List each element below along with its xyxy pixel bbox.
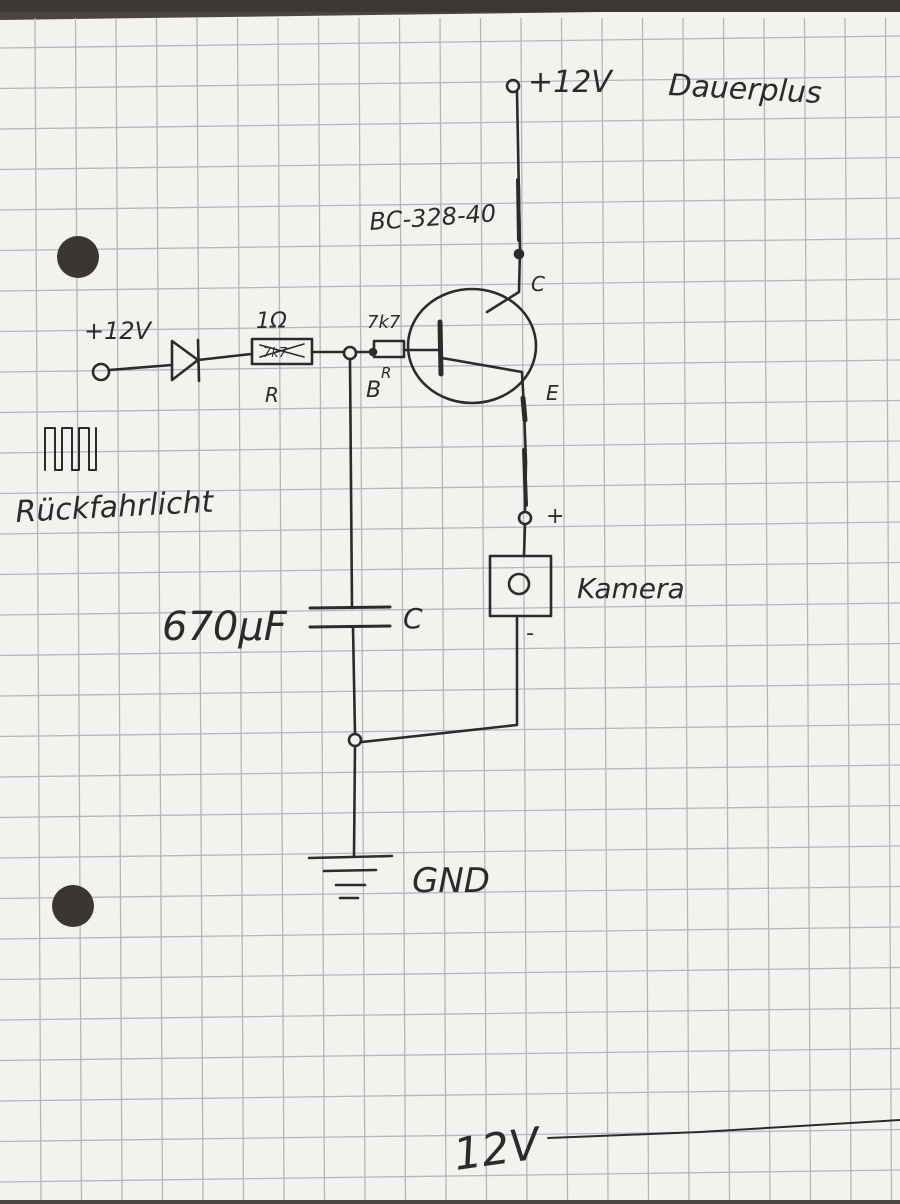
grid-line-vertical — [844, 17, 852, 1201]
grid-line-vertical — [155, 17, 164, 1201]
node-collector — [513, 248, 525, 260]
label-series-resistor-value: 1Ω — [256, 309, 287, 334]
label-series-resistor-designator: R — [265, 383, 279, 407]
paper-sheet — [0, 8, 900, 1200]
wire-camera-ground — [360, 614, 519, 744]
label-base-resistor-value: 7k7 — [367, 312, 401, 333]
grid-line-horizontal — [0, 521, 900, 535]
grid-line-horizontal — [0, 440, 900, 454]
grid-line-vertical — [358, 17, 366, 1201]
label-camera-plus: + — [546, 504, 564, 529]
label-camera: Kamera — [577, 572, 685, 605]
grid-line-vertical — [601, 17, 609, 1201]
footer-line — [547, 1119, 900, 1139]
label-base-resistor-designator: R — [381, 364, 391, 382]
grid-line-horizontal — [0, 804, 900, 819]
wire-capacitor-ground-node — [351, 625, 357, 736]
wire-supply-collector — [485, 90, 522, 314]
grid-line-vertical — [34, 17, 42, 1201]
grid-line-vertical — [277, 17, 285, 1201]
grid-line-horizontal — [0, 116, 900, 130]
schematic-wires — [44, 78, 900, 1139]
wire-to-camera — [522, 522, 527, 558]
grid-line-vertical — [560, 17, 569, 1201]
label-series-resistor-struck: 7k7 — [263, 346, 288, 361]
paper-shadow-strip — [0, 0, 900, 12]
grid-line-horizontal — [0, 278, 900, 292]
grid-line-horizontal — [0, 1128, 900, 1143]
grid-line-vertical — [803, 17, 812, 1201]
grid-line-vertical — [641, 17, 650, 1201]
transistor-circle — [406, 287, 538, 405]
capacitor-plate-top — [308, 605, 392, 610]
grid-line-horizontal — [0, 561, 900, 576]
grid-line-horizontal — [0, 35, 900, 49]
grid-line-horizontal — [0, 197, 900, 211]
grid-line-vertical — [236, 17, 245, 1201]
transistor-base-bar — [437, 319, 444, 377]
wire-ground-node-gnd — [352, 744, 357, 858]
terminal-input — [91, 362, 111, 382]
grid-line-horizontal — [0, 764, 900, 778]
grid-line-vertical — [520, 17, 528, 1201]
grid-line-horizontal — [0, 1007, 900, 1021]
grid-line-horizontal — [0, 885, 900, 900]
label-capacitor-designator: C — [403, 602, 423, 635]
wire-diode-resistor — [196, 352, 253, 362]
label-emitter: E — [546, 381, 559, 405]
grid-line-horizontal — [0, 318, 900, 333]
grid-line-horizontal — [0, 723, 900, 738]
grid-line-horizontal — [0, 602, 900, 616]
grid-line-vertical — [196, 17, 204, 1201]
grid-line-vertical — [115, 17, 123, 1201]
punch-hole-bottom — [52, 885, 94, 927]
grid-line-horizontal — [0, 399, 900, 414]
wire-junction-capacitor — [348, 357, 354, 610]
terminal-top — [505, 78, 521, 94]
grid-line-horizontal — [0, 845, 900, 859]
label-footer-scribble: 12V — [450, 1118, 545, 1181]
grid-line-vertical — [763, 17, 771, 1201]
label-ground: GND — [412, 861, 490, 901]
grid-line-horizontal — [0, 1088, 900, 1102]
grid-line-horizontal — [0, 75, 900, 90]
label-collector: C — [531, 272, 545, 296]
grid-line-horizontal — [0, 480, 900, 495]
grid-line-horizontal — [0, 237, 900, 252]
wire-emitter-thick — [520, 395, 528, 423]
wire-emitter-thick-2 — [522, 448, 528, 507]
grid-line-vertical — [722, 17, 731, 1201]
label-top-note: Dauerplus — [668, 68, 823, 111]
resistor-strike — [259, 343, 305, 358]
capacitor-plate-bottom — [308, 624, 392, 629]
grid-line-vertical — [682, 17, 690, 1201]
pulse-train — [44, 427, 97, 471]
grid-line-horizontal — [0, 926, 900, 940]
grid-lines — [0, 17, 900, 1201]
grid-line-horizontal — [0, 1169, 900, 1183]
punch-hole-top — [57, 236, 99, 278]
grid-line-horizontal — [0, 683, 900, 697]
label-input-voltage: +12V — [84, 317, 153, 345]
label-camera-minus: - — [526, 621, 534, 646]
grid-line-horizontal — [0, 156, 900, 171]
grid-line-horizontal — [0, 966, 900, 981]
grid-line-horizontal — [0, 642, 900, 657]
grid-line-vertical — [884, 17, 893, 1201]
grid-line-vertical — [74, 17, 83, 1201]
camera-box — [488, 554, 553, 618]
grid-line-horizontal — [0, 359, 900, 373]
label-base: B — [366, 378, 381, 403]
ground-symbol — [307, 854, 394, 900]
wire-input — [107, 363, 174, 372]
label-top-voltage: +12V — [528, 65, 614, 100]
grid-line-horizontal — [0, 1047, 900, 1062]
label-capacitor-value: 670µF — [162, 604, 288, 650]
wire-supply-thick — [516, 178, 521, 242]
camera-lens — [507, 572, 531, 596]
